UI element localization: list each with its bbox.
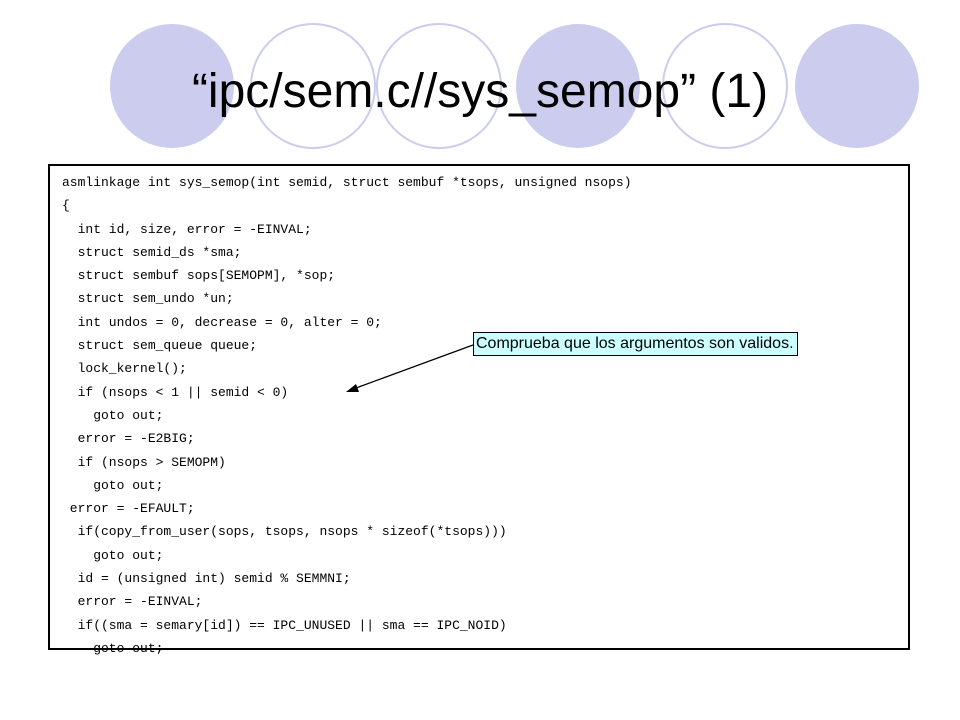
decor-circle-3 [376, 23, 502, 149]
code-line: goto out; [62, 547, 164, 563]
code-line: int undos = 0, decrease = 0, alter = 0; [62, 314, 382, 330]
code-line: int id, size, error = -EINVAL; [62, 221, 312, 237]
decor-circle-6 [795, 24, 919, 148]
code-line: if (nsops > SEMOPM) [62, 454, 226, 470]
decor-circle-1 [110, 24, 234, 148]
code-line: if((sma = semary[id]) == IPC_UNUSED || s… [62, 617, 507, 633]
code-listing: asmlinkage int sys_semop(int semid, stru… [48, 164, 910, 656]
code-line: error = -EFAULT; [62, 501, 195, 517]
code-line: error = -E2BIG; [62, 431, 195, 447]
code-line: { [62, 198, 70, 214]
code-lines: asmlinkage int sys_semop(int semid, stru… [62, 171, 632, 660]
code-line: if (nsops < 1 || semid < 0) [62, 384, 289, 400]
slide-title: “ipc/sem.c//sys_semop” (1) [191, 65, 769, 118]
code-line: asmlinkage int sys_semop(int semid, stru… [62, 175, 632, 190]
code-line: struct semid_ds *sma; [62, 244, 242, 260]
code-line: error = -EINVAL; [62, 594, 203, 610]
annotation-callout: Comprueba que los argumentos son validos… [473, 332, 798, 356]
code-line: lock_kernel(); [62, 361, 187, 377]
decor-circle-2 [250, 23, 376, 149]
code-line: if(copy_from_user(sops, tsops, nsops * s… [62, 524, 507, 540]
decor-circle-5 [662, 23, 788, 149]
code-line: struct sem_undo *un; [62, 291, 234, 307]
code-line: id = (unsigned int) semid % SEMMNI; [62, 571, 351, 587]
decor-circle-4 [516, 24, 640, 148]
code-line: goto out; [62, 407, 164, 423]
code-line: goto out; [62, 477, 164, 493]
code-line: struct sem_queue queue; [62, 338, 258, 354]
code-line: goto out; [62, 640, 164, 656]
code-line: struct sembuf sops[SEMOPM], *sop; [62, 268, 336, 284]
